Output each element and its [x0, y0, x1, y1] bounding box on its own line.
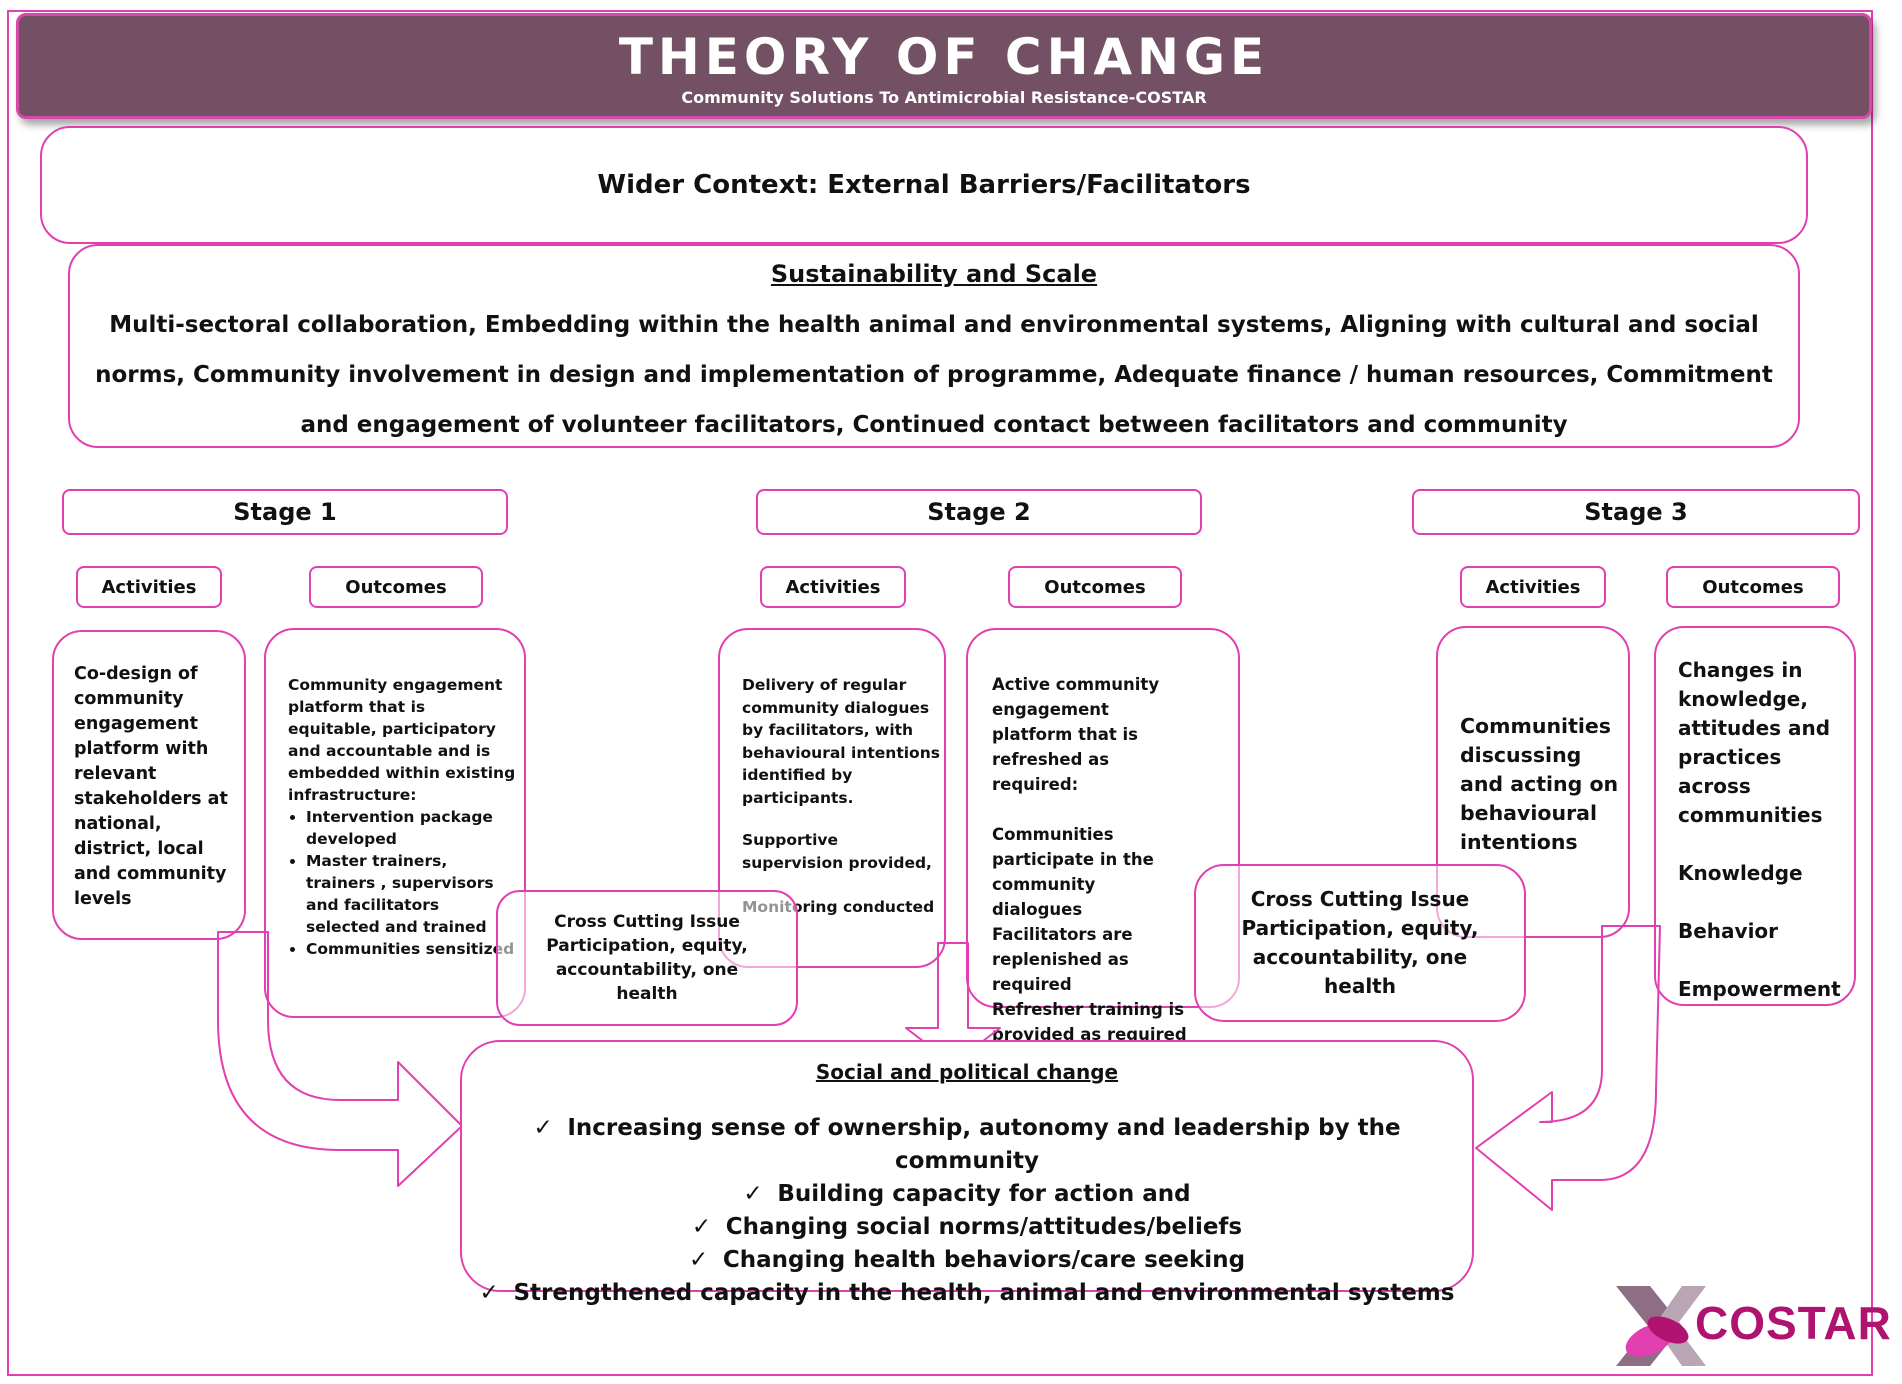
stage-1-header: Stage 1 [62, 489, 508, 535]
wider-context-label: Wider Context: External Barriers/Facilit… [597, 170, 1251, 200]
costar-logo-text: COSTAR [1695, 1297, 1892, 1349]
stage-1-outcome-item: Master trainers, trainers , supervisors … [306, 850, 516, 938]
sustainability-title: Sustainability and Scale [770, 260, 1098, 288]
stage-2-outcomes-text: Active community engagement platform tha… [992, 672, 1190, 1047]
cross-cutting-box-1: Cross Cutting Issue Participation, equit… [496, 890, 798, 1026]
stage-1-label: Stage 1 [233, 498, 337, 526]
stage-2-activities-box: Delivery of regular community dialogues … [718, 628, 946, 968]
stage-2-activity-line: Delivery of regular community dialogues … [742, 676, 940, 807]
stage-2-activities-label: Activities [785, 576, 881, 598]
stage-2-activities-text: Delivery of regular community dialogues … [742, 674, 942, 919]
stage-3-label: Stage 3 [1584, 498, 1688, 526]
page-frame [7, 10, 1873, 1376]
stage-1-outcomes-tag: Outcomes [309, 566, 483, 608]
stage-1-outcomes-list: Intervention package developed Master tr… [288, 806, 516, 960]
header-banner: THEORY OF CHANGE Community Solutions To … [16, 13, 1872, 119]
stage-1-outcomes-box: Community engagement platform that is eq… [264, 628, 526, 1018]
social-change-box: Social and political change Increasing s… [460, 1040, 1474, 1306]
wider-context-box: Wider Context: External Barriers/Facilit… [40, 126, 1808, 244]
stage-2-outcomes-tag: Outcomes [1008, 566, 1182, 608]
cross-cutting-body: Participation, equity, accountability, o… [1241, 916, 1479, 998]
page-title: THEORY OF CHANGE [618, 28, 1270, 86]
stage-1-outcomes-text: Community engagement platform that is eq… [288, 674, 516, 960]
stage-3-outcome-line: Changes in knowledge, attitudes and prac… [1678, 658, 1831, 827]
stage-2-outcome-line: Facilitators are replenished as required [992, 925, 1133, 994]
social-change-item: Strengthened capacity in the health, ani… [462, 1277, 1472, 1310]
stage-3-outcomes-tag: Outcomes [1666, 566, 1840, 608]
cross-cutting-box-2: Cross Cutting Issue Participation, equit… [1194, 864, 1526, 1022]
stage-1-outcomes-intro: Community engagement platform that is eq… [288, 676, 516, 804]
stage-1-activities-text: Co-design of community engagement platfo… [74, 664, 228, 909]
stage-2-outcome-line: Refresher training is provided as requir… [992, 1000, 1187, 1044]
stage-3-outcome-line: Behavior [1678, 919, 1779, 943]
stage-3-outcomes-label: Outcomes [1702, 576, 1804, 598]
stage-2-outcomes-box: Active community engagement platform tha… [966, 628, 1240, 1044]
social-change-item: Building capacity for action and [462, 1178, 1472, 1211]
social-change-item: Changing social norms/attitudes/beliefs [462, 1211, 1472, 1244]
stage-1-activities-tag: Activities [76, 566, 222, 608]
cross-cutting-title: Cross Cutting Issue [1250, 887, 1470, 911]
stage-3-header: Stage 3 [1412, 489, 1860, 535]
social-change-list: Increasing sense of ownership, autonomy … [462, 1112, 1472, 1310]
stage-1-outcome-item: Communities sensitized [306, 938, 516, 960]
cross-cutting-body: Participation, equity, accountability, o… [546, 936, 748, 1004]
costar-logo-icon [1616, 1286, 1706, 1366]
right-curved-arrow [1475, 925, 1661, 1211]
social-change-item: Changing health behaviors/care seeking [462, 1244, 1472, 1277]
sustainability-box: Sustainability and Scale Multi-sectoral … [68, 244, 1800, 448]
cross-cutting-title: Cross Cutting Issue [554, 912, 740, 932]
social-change-title: Social and political change [815, 1060, 1119, 1084]
stage-3-outcome-line: Knowledge [1678, 861, 1803, 885]
sustainability-body: Multi-sectoral collaboration, Embedding … [95, 312, 1773, 438]
stage-2-activity-line: Supportive supervision provided, [742, 831, 932, 872]
stage-3-activities-label: Activities [1485, 576, 1581, 598]
stage-1-activities-box: Co-design of community engagement platfo… [52, 630, 246, 940]
stage-3-outcome-line: Empowerment [1678, 977, 1841, 1001]
stage-3-activities-tag: Activities [1460, 566, 1606, 608]
stage-2-activities-tag: Activities [760, 566, 906, 608]
left-curved-arrow [217, 931, 463, 1187]
stage-3-outcomes-text: Changes in knowledge, attitudes and prac… [1678, 656, 1850, 1004]
stage-2-outcome-line: Communities participate in the community… [992, 825, 1154, 919]
stage-3-activities-text: Communities discussing and acting on beh… [1460, 714, 1619, 854]
stage-2-header: Stage 2 [756, 489, 1202, 535]
stage-1-activities-label: Activities [101, 576, 197, 598]
stage-3-outcomes-box: Changes in knowledge, attitudes and prac… [1654, 626, 1856, 1006]
social-change-item: Increasing sense of ownership, autonomy … [462, 1112, 1472, 1178]
stage-2-outcomes-label: Outcomes [1044, 576, 1146, 598]
stage-1-outcome-item: Intervention package developed [306, 806, 516, 850]
stage-2-label: Stage 2 [927, 498, 1031, 526]
stage-1-outcomes-label: Outcomes [345, 576, 447, 598]
page-subtitle: Community Solutions To Antimicrobial Res… [681, 88, 1207, 107]
stage-2-outcome-line: Active community engagement platform tha… [992, 675, 1160, 794]
